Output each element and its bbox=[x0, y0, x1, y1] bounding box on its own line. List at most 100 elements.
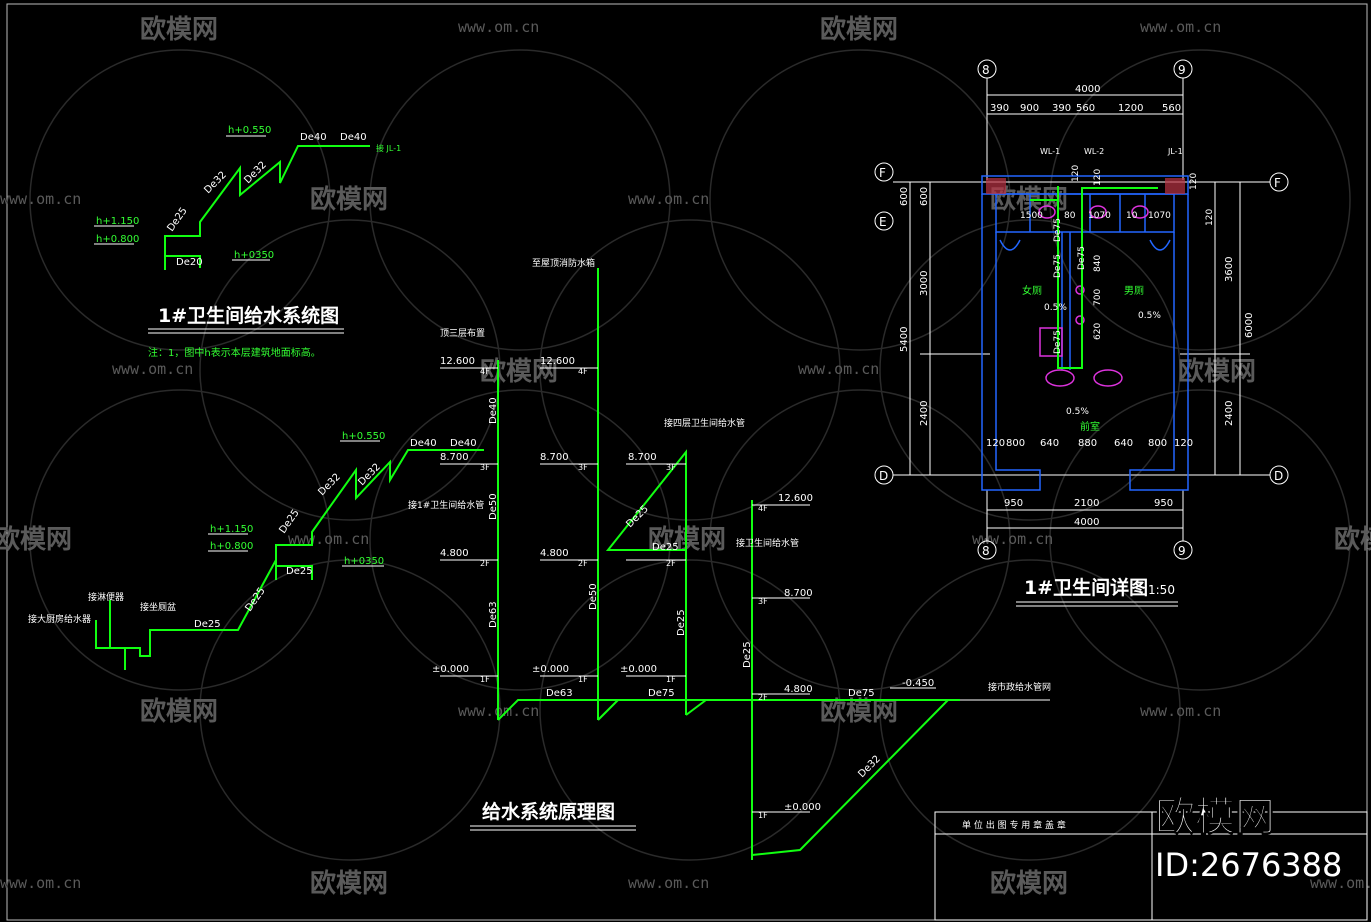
svg-text:WL-2: WL-2 bbox=[1084, 147, 1104, 156]
svg-text:2400: 2400 bbox=[919, 401, 930, 426]
svg-text:120: 120 bbox=[986, 438, 1005, 449]
svg-text:3600: 3600 bbox=[1224, 257, 1235, 282]
svg-text:1F: 1F bbox=[666, 675, 676, 684]
svg-text:www.om.cn: www.om.cn bbox=[0, 190, 81, 208]
svg-text:www.om.cn: www.om.cn bbox=[798, 360, 879, 378]
svg-text:9: 9 bbox=[1178, 544, 1186, 558]
svg-text:1:50: 1:50 bbox=[1148, 583, 1175, 597]
svg-text:620: 620 bbox=[1093, 323, 1103, 340]
svg-text:De40: De40 bbox=[410, 438, 437, 449]
svg-text:De25: De25 bbox=[652, 542, 679, 553]
svg-text:欧模网: 欧模网 bbox=[310, 184, 388, 215]
svg-text:4.800: 4.800 bbox=[540, 548, 569, 559]
svg-text:接坐厕盆: 接坐厕盆 bbox=[140, 601, 176, 613]
svg-text:1F: 1F bbox=[758, 811, 768, 820]
svg-text:6000: 6000 bbox=[1244, 313, 1255, 338]
svg-text:De20: De20 bbox=[176, 257, 203, 268]
svg-text:D: D bbox=[1274, 469, 1283, 483]
svg-text:4F: 4F bbox=[758, 504, 768, 513]
svg-text:De25: De25 bbox=[742, 641, 753, 668]
svg-text:4F: 4F bbox=[578, 367, 588, 376]
svg-text:De50: De50 bbox=[588, 583, 599, 610]
svg-text:De63: De63 bbox=[488, 601, 499, 628]
svg-text:前室: 前室 bbox=[1080, 420, 1100, 433]
svg-text:h+0350: h+0350 bbox=[344, 556, 384, 567]
svg-text:接 JL-1: 接 JL-1 bbox=[376, 143, 401, 153]
svg-text:1F: 1F bbox=[480, 675, 490, 684]
svg-text:12.600: 12.600 bbox=[540, 356, 575, 367]
svg-text:8.700: 8.700 bbox=[628, 452, 657, 463]
svg-text:欧模网: 欧模网 bbox=[1155, 794, 1275, 840]
svg-text:2F: 2F bbox=[758, 693, 768, 702]
svg-text:1200: 1200 bbox=[1118, 103, 1143, 114]
svg-text:www.om.cn: www.om.cn bbox=[0, 874, 81, 892]
svg-text:F: F bbox=[1274, 176, 1281, 190]
svg-text:h+1.150: h+1.150 bbox=[210, 524, 253, 535]
svg-text:3F: 3F bbox=[666, 463, 676, 472]
svg-text:De25: De25 bbox=[286, 566, 313, 577]
svg-text:10: 10 bbox=[1126, 211, 1138, 221]
svg-text:1070: 1070 bbox=[1148, 211, 1171, 221]
title-block: 单 位 出 图 专 用 章 盖 章 bbox=[934, 811, 1368, 921]
svg-text:8: 8 bbox=[982, 544, 990, 558]
svg-text:De50: De50 bbox=[488, 493, 499, 520]
svg-text:接大厨房给水器: 接大厨房给水器 bbox=[28, 613, 91, 625]
svg-text:De75: De75 bbox=[1053, 218, 1063, 242]
svg-text:h+0350: h+0350 bbox=[234, 250, 274, 261]
svg-text:2F: 2F bbox=[578, 559, 588, 568]
svg-text:4F: 4F bbox=[480, 367, 490, 376]
svg-text:h+0.550: h+0.550 bbox=[342, 431, 385, 442]
svg-text:De75: De75 bbox=[1077, 246, 1087, 270]
svg-text:4.800: 4.800 bbox=[440, 548, 469, 559]
watermark-circles bbox=[29, 49, 1351, 861]
svg-text:De75: De75 bbox=[1053, 254, 1063, 278]
svg-text:JL-1: JL-1 bbox=[1167, 147, 1183, 156]
svg-text:ID:2676388: ID:2676388 bbox=[1155, 846, 1342, 884]
svg-text:单 位 出 图 专 用 章 盖 章: 单 位 出 图 专 用 章 盖 章 bbox=[962, 819, 1066, 831]
svg-text:接市政给水管网: 接市政给水管网 bbox=[988, 681, 1051, 693]
svg-text:560: 560 bbox=[1076, 103, 1095, 114]
svg-text:3F: 3F bbox=[758, 597, 768, 606]
svg-text:欧模网: 欧模网 bbox=[820, 14, 898, 45]
svg-text:8: 8 bbox=[982, 63, 990, 77]
svg-text:De32: De32 bbox=[202, 170, 229, 197]
svg-text:120: 120 bbox=[1205, 209, 1215, 226]
svg-text:4000: 4000 bbox=[1075, 84, 1100, 95]
svg-text:接淋便器: 接淋便器 bbox=[88, 591, 124, 603]
svg-text:1#卫生间给水系统图: 1#卫生间给水系统图 bbox=[158, 304, 339, 327]
svg-text:2F: 2F bbox=[666, 559, 676, 568]
svg-text:900: 900 bbox=[1020, 103, 1039, 114]
svg-text:600: 600 bbox=[919, 187, 930, 206]
svg-text:560: 560 bbox=[1162, 103, 1181, 114]
system-diagram-1: h+0.550 De40 De40 De32 De32 De25 h+1.150… bbox=[94, 125, 401, 359]
svg-text:390: 390 bbox=[1052, 103, 1071, 114]
svg-text:h+0.800: h+0.800 bbox=[210, 541, 253, 552]
svg-text:De75: De75 bbox=[1053, 330, 1063, 354]
svg-text:640: 640 bbox=[1114, 438, 1133, 449]
svg-text:700: 700 bbox=[1093, 289, 1103, 306]
svg-text:www.om.cn: www.om.cn bbox=[628, 190, 709, 208]
svg-text:950: 950 bbox=[1004, 498, 1023, 509]
svg-text:欧模网: 欧模网 bbox=[1334, 524, 1371, 555]
svg-text:WL-1: WL-1 bbox=[1040, 147, 1060, 156]
svg-text:3000: 3000 bbox=[919, 271, 930, 296]
svg-text:±0.000: ±0.000 bbox=[620, 664, 657, 675]
svg-text:±0.000: ±0.000 bbox=[532, 664, 569, 675]
svg-text:5400: 5400 bbox=[899, 327, 910, 352]
svg-text:接卫生间给水管: 接卫生间给水管 bbox=[736, 537, 799, 549]
system-diagram-2: h+0.550 De40 De40 De32 De32 De25 h+1.150… bbox=[28, 431, 484, 670]
svg-text:640: 640 bbox=[1040, 438, 1059, 449]
svg-text:12.600: 12.600 bbox=[778, 493, 813, 504]
svg-text:De25: De25 bbox=[165, 206, 189, 234]
watermarks: 欧模网 www.om.cn 欧模网 www.om.cn www.om.cn 欧模… bbox=[0, 14, 1371, 899]
svg-text:8.700: 8.700 bbox=[784, 588, 813, 599]
svg-text:4000: 4000 bbox=[1074, 517, 1099, 528]
svg-text:12.600: 12.600 bbox=[440, 356, 475, 367]
svg-text:1#卫生间详图: 1#卫生间详图 bbox=[1024, 576, 1148, 599]
svg-text:120: 120 bbox=[1071, 165, 1081, 182]
svg-text:F: F bbox=[879, 166, 886, 180]
svg-text:欧模网: 欧模网 bbox=[140, 696, 218, 727]
svg-text:120: 120 bbox=[1093, 169, 1103, 186]
svg-text:880: 880 bbox=[1078, 438, 1097, 449]
